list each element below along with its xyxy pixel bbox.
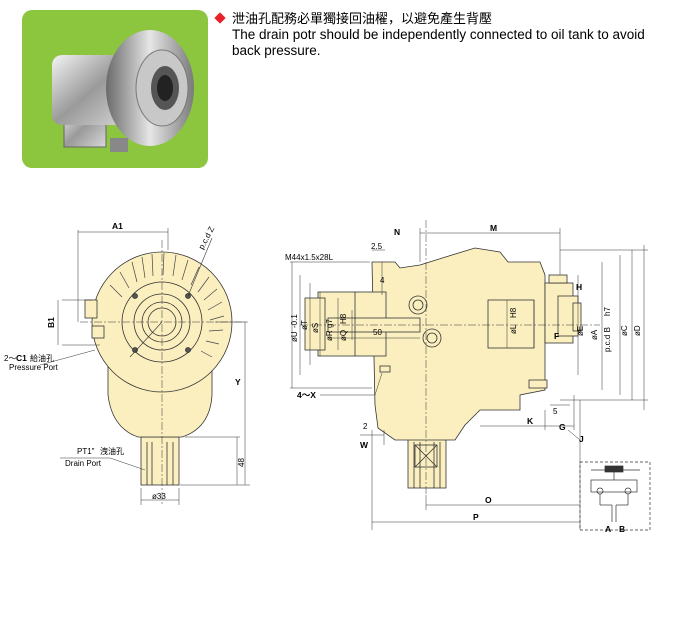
tol-u: -0.1 bbox=[290, 314, 299, 328]
dim-c1: C1 bbox=[16, 353, 27, 363]
dim-w: W bbox=[360, 440, 369, 450]
tol-h7: h7 bbox=[603, 307, 612, 316]
dim-f: F bbox=[554, 331, 559, 341]
dim-4: 4 bbox=[380, 276, 385, 285]
dim-g: G bbox=[559, 422, 566, 432]
rotary-cylinder-image bbox=[52, 30, 194, 152]
dim-phi-c: øC bbox=[620, 325, 629, 336]
product-photo bbox=[22, 10, 208, 168]
dim-5: 5 bbox=[553, 407, 558, 416]
pt1-label: PT1" bbox=[77, 447, 95, 456]
dim-2: 2 bbox=[363, 422, 368, 431]
dim-50: 50 bbox=[373, 328, 382, 337]
dim-48: 48 bbox=[237, 458, 246, 467]
dim-phi-d: øD bbox=[633, 325, 642, 336]
note-chinese: 泄油孔配務必單獨接回油櫂，以避免產生背壓 bbox=[232, 11, 493, 26]
tol-h8-l: H8 bbox=[509, 307, 518, 318]
end-view bbox=[80, 237, 245, 505]
dim-phi-t: øT bbox=[300, 320, 309, 330]
dim-phi-r: øR bbox=[325, 330, 334, 341]
dim-2-5: 2.5 bbox=[371, 242, 383, 251]
dim-pcd-z: p.c.d Z bbox=[197, 225, 216, 251]
dim-o: O bbox=[485, 495, 492, 505]
port-b: B bbox=[619, 524, 625, 534]
side-view bbox=[300, 220, 600, 495]
c1-prefix: 2～ bbox=[4, 354, 16, 363]
dim-4-x: 4～X bbox=[297, 390, 316, 400]
dim-y: Y bbox=[235, 377, 241, 387]
pressure-port-label: Pressure Port bbox=[9, 363, 59, 372]
tol-h8-q: H8 bbox=[339, 313, 348, 324]
hydraulic-schematic bbox=[579, 461, 651, 531]
dim-b1: B1 bbox=[46, 317, 56, 328]
dim-phi-s: øS bbox=[311, 323, 320, 333]
dim-pcd-b: p.c.d B bbox=[603, 327, 612, 352]
dim-phi-l: øL bbox=[509, 324, 518, 334]
dim-33: ø33 bbox=[152, 492, 166, 501]
dim-phi-a: øA bbox=[590, 329, 599, 340]
dim-phi-q: øQ bbox=[339, 330, 348, 341]
port-a: A bbox=[605, 524, 611, 534]
dim-n: N bbox=[394, 227, 400, 237]
thread-m44: M44x1.5x28L bbox=[285, 253, 334, 262]
dim-a1: A1 bbox=[112, 221, 123, 231]
dim-phi-e: øE bbox=[576, 326, 585, 336]
dim-m: M bbox=[490, 223, 497, 233]
dim-j: J bbox=[579, 434, 584, 444]
tol-g7: g7 bbox=[325, 319, 334, 328]
dim-k: K bbox=[527, 416, 534, 426]
pt1-chinese: 洩油孔 bbox=[100, 446, 124, 456]
dim-phi-u: øU bbox=[290, 331, 299, 342]
dim-p: P bbox=[473, 512, 479, 522]
drain-port-label: Drain Port bbox=[65, 459, 102, 468]
c1-chinese: 給油孔 bbox=[30, 353, 54, 363]
note-english: The drain potr should be independently c… bbox=[232, 27, 645, 58]
dim-h: H bbox=[576, 282, 582, 292]
